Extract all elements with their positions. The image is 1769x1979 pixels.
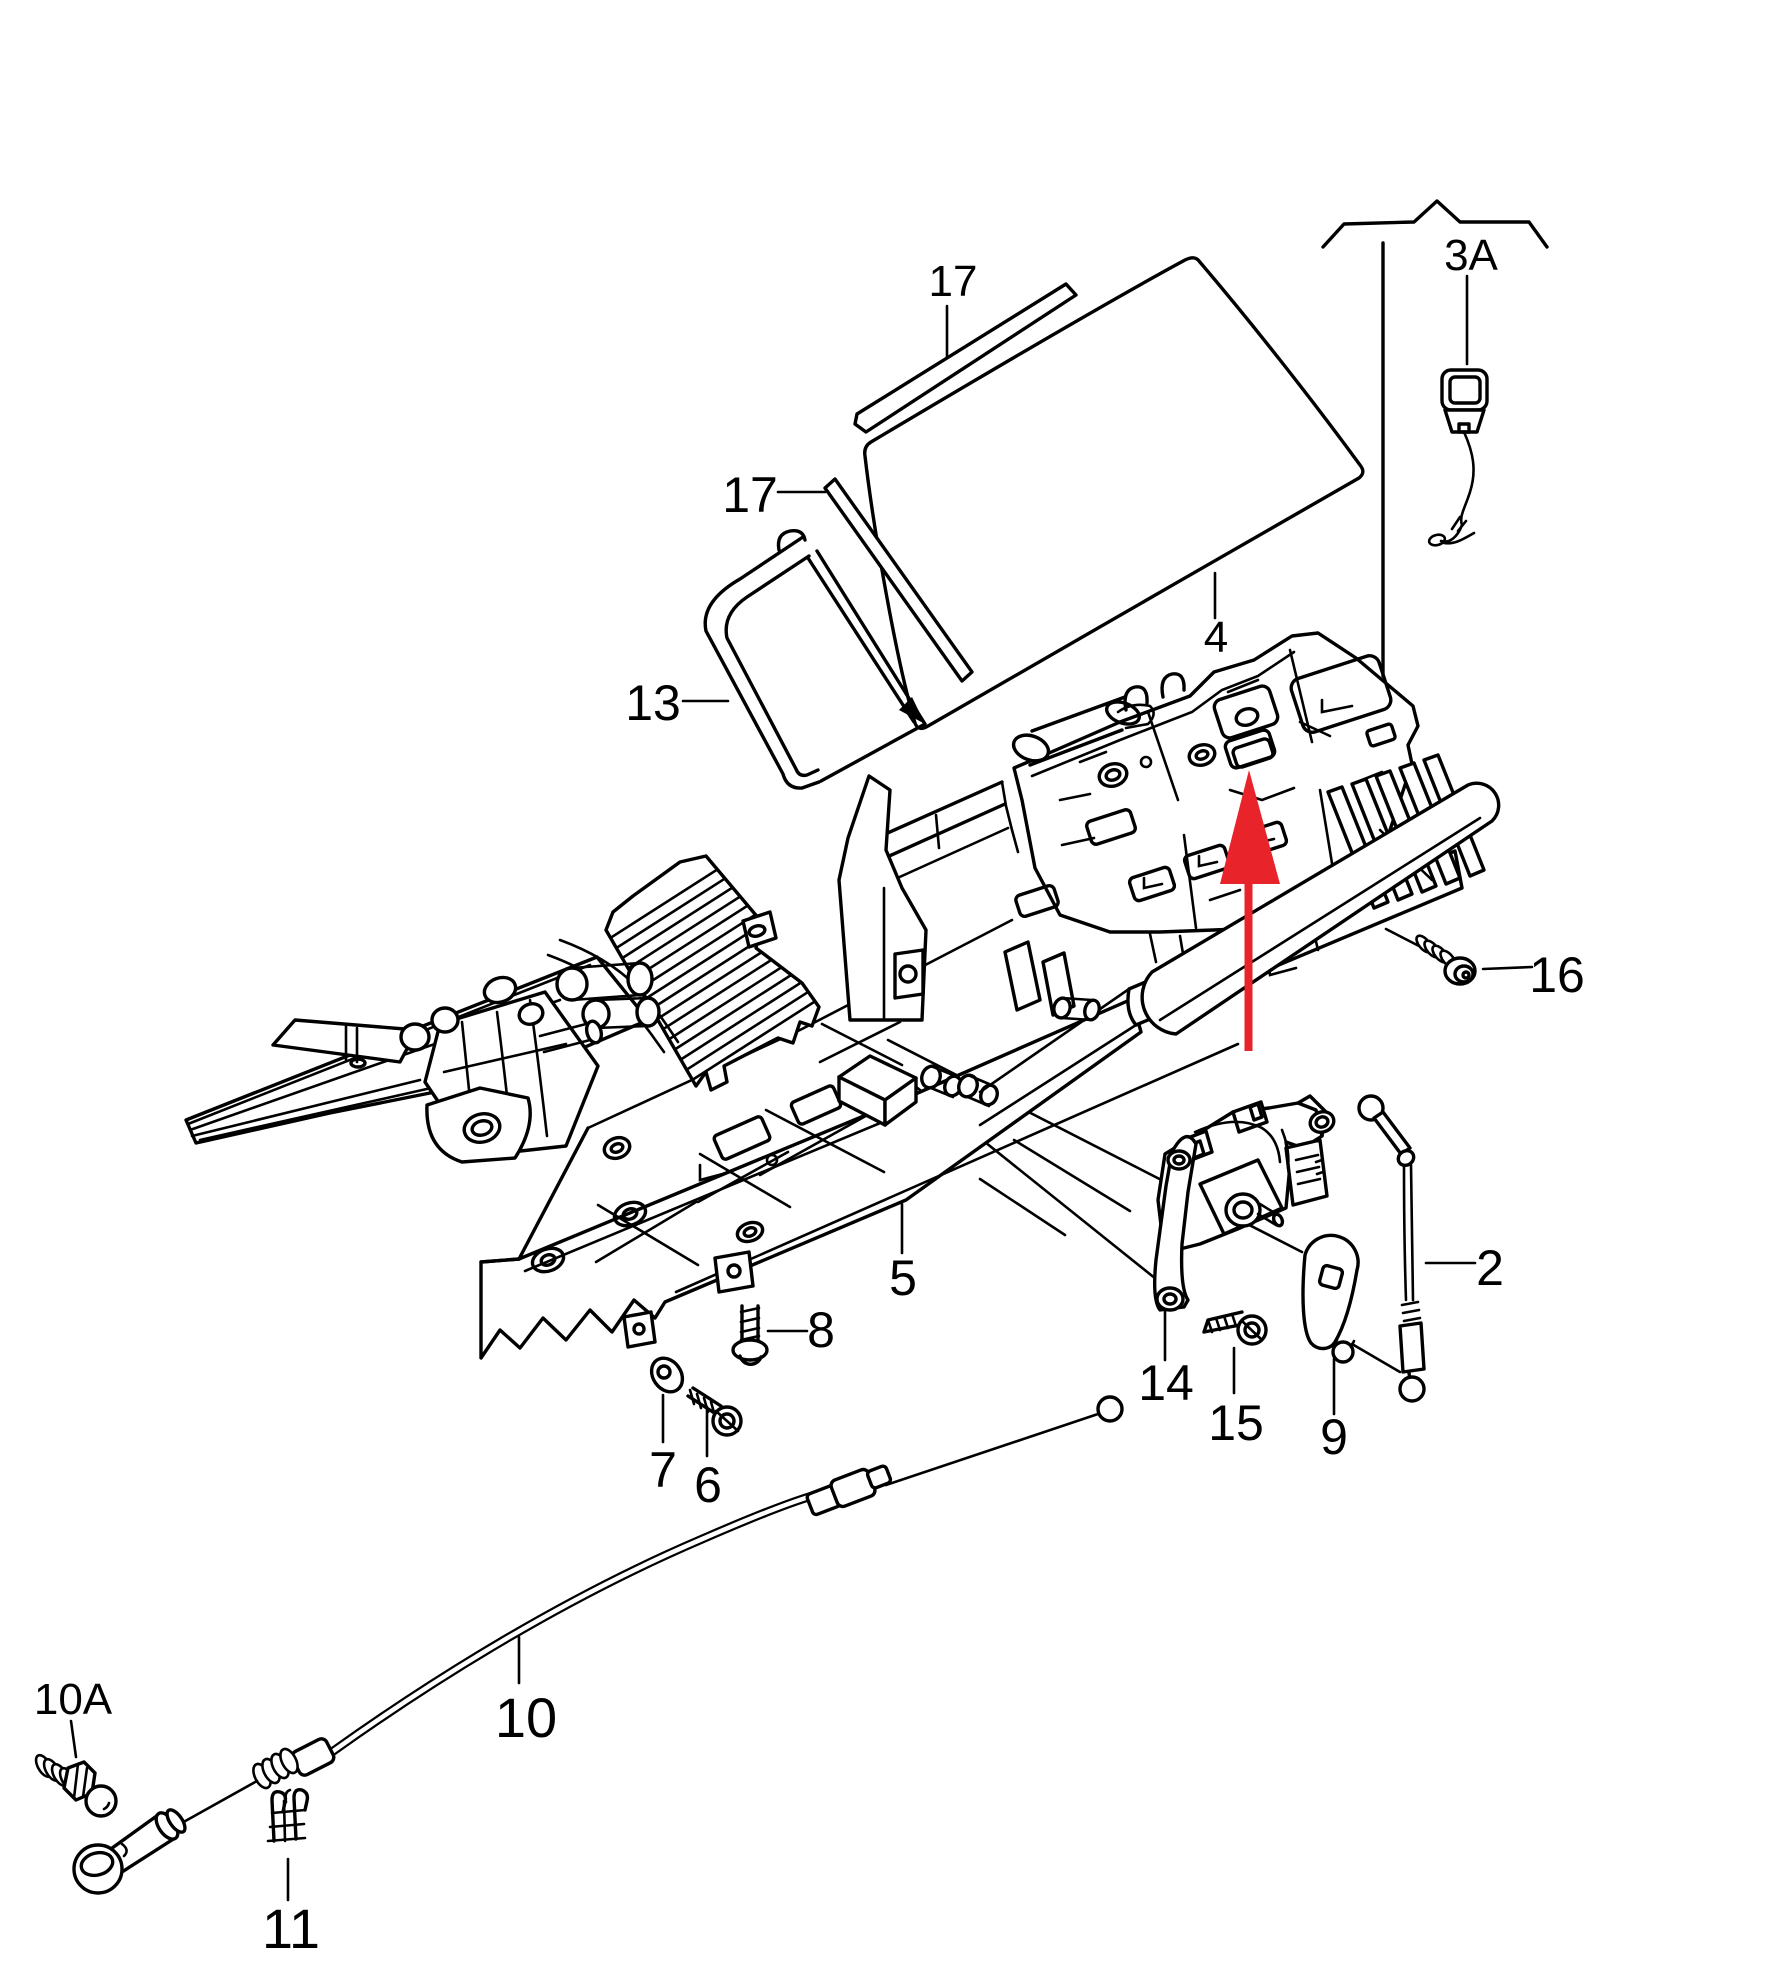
svg-text:5: 5 [889, 1250, 917, 1306]
svg-text:15: 15 [1208, 1395, 1264, 1451]
svg-text:14: 14 [1138, 1355, 1194, 1411]
svg-text:3A: 3A [1444, 231, 1498, 280]
svg-text:10A: 10A [34, 1675, 113, 1724]
svg-text:8: 8 [807, 1302, 835, 1358]
svg-text:4: 4 [1204, 613, 1228, 662]
svg-text:2: 2 [1476, 1240, 1504, 1296]
svg-text:7: 7 [649, 1442, 677, 1498]
svg-text:6: 6 [694, 1457, 722, 1513]
svg-text:17: 17 [929, 257, 978, 306]
svg-text:11: 11 [262, 1897, 320, 1960]
svg-text:9: 9 [1320, 1409, 1348, 1465]
svg-text:16: 16 [1529, 947, 1585, 1003]
svg-text:13: 13 [625, 675, 681, 731]
svg-text:17: 17 [722, 467, 778, 523]
svg-text:10: 10 [495, 1686, 557, 1749]
